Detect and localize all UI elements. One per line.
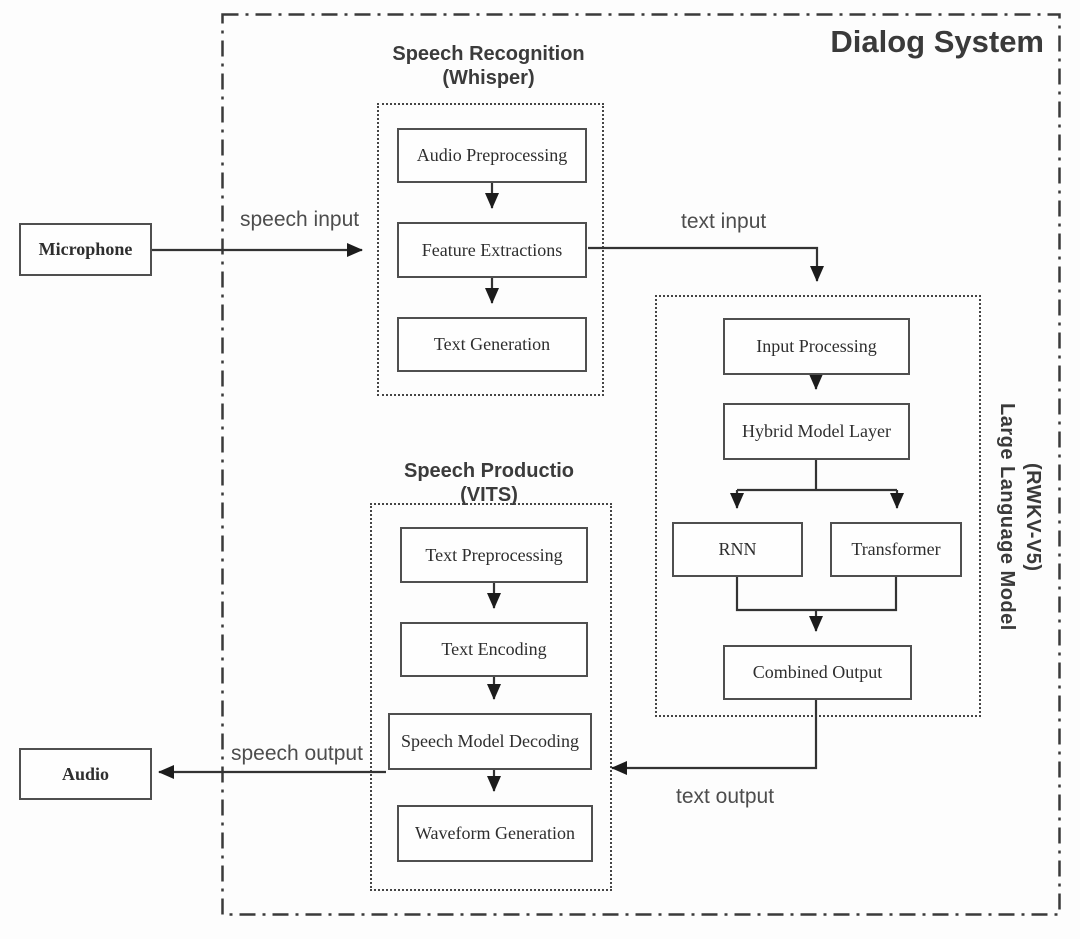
arrow-text-output (611, 700, 818, 775)
node-feature-extractions: Feature Extractions (397, 222, 587, 278)
label-text-input: text input (681, 210, 767, 233)
speech-production-title: Speech Productio (VITS) (340, 459, 638, 507)
speech-recognition-title: Speech Recognition (Whisper) (347, 42, 630, 90)
llm-side-label-line2: (RWKV-V5) (1022, 462, 1044, 572)
node-speech-model-decoding: Speech Model Decoding (388, 713, 592, 770)
label-speech-output: speech output (231, 742, 363, 765)
node-hybrid-model-layer: Hybrid Model Layer (723, 403, 910, 460)
node-text-generation: Text Generation (397, 317, 587, 372)
speech-recognition-title-line1: Speech Recognition (392, 43, 585, 65)
llm-branch-split-line (737, 460, 897, 492)
node-input-processing: Input Processing (723, 318, 910, 375)
node-waveform-generation: Waveform Generation (397, 805, 593, 862)
node-combined-output: Combined Output (723, 645, 912, 700)
llm-side-label: Large Language Model (RWKV-V5) (994, 392, 1046, 642)
node-transformer: Transformer (830, 522, 962, 577)
speech-production-title-line2: (VITS) (460, 484, 518, 506)
node-text-preprocessing: Text Preprocessing (400, 527, 588, 583)
dialog-system-boundary (221, 13, 1061, 916)
label-text-output: text output (676, 785, 775, 808)
diagram-title: Dialog System (830, 24, 1044, 59)
arrow-text-input (588, 246, 824, 282)
node-microphone: Microphone (19, 223, 152, 276)
node-rnn: RNN (672, 522, 803, 577)
node-audio: Audio (19, 748, 152, 800)
module-large-language-model (655, 295, 981, 717)
llm-branch-merge-line (735, 577, 898, 612)
module-speech-production (370, 503, 612, 891)
node-text-encoding: Text Encoding (400, 622, 588, 677)
label-speech-input: speech input (240, 208, 360, 231)
speech-production-title-line1: Speech Productio (403, 460, 575, 482)
module-speech-recognition (377, 103, 604, 396)
speech-recognition-title-line2: (Whisper) (442, 67, 535, 89)
llm-side-label-line1: Large Language Model (996, 403, 1018, 631)
node-audio-preprocessing: Audio Preprocessing (397, 128, 587, 183)
